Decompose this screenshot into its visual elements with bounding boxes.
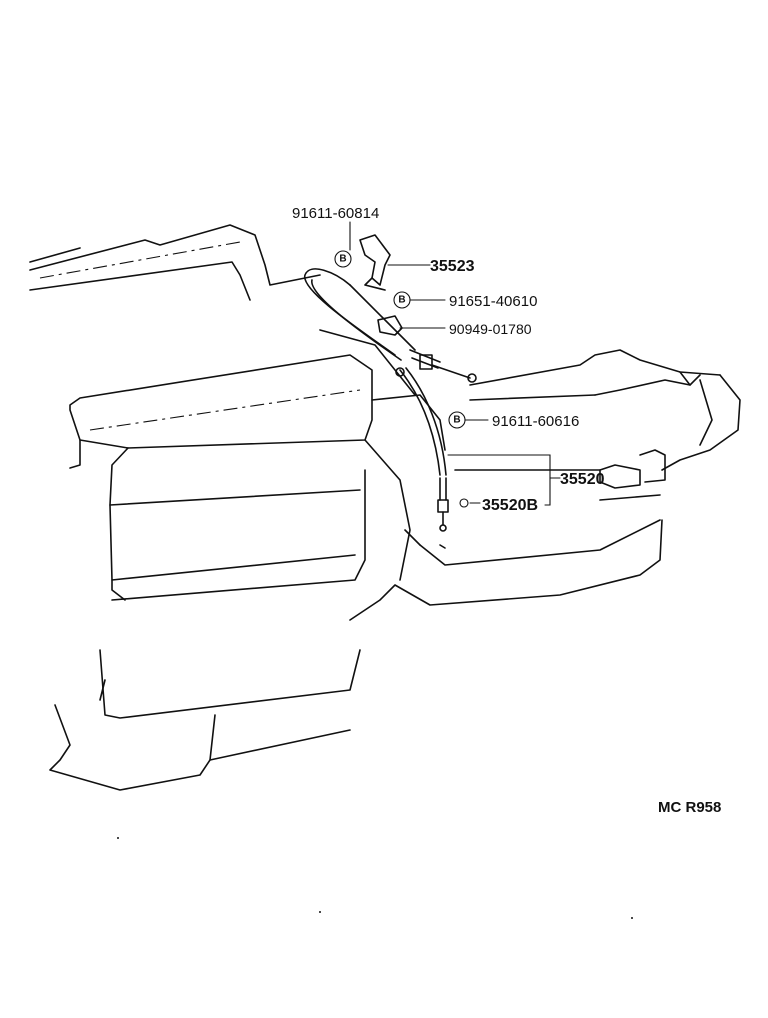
clamp-90949	[377, 315, 403, 336]
part-label-90949-01780: 90949-01780	[449, 321, 532, 337]
speck	[631, 917, 633, 919]
bracket-35523	[359, 234, 391, 291]
part-label-91611-60616: 91611-60616	[492, 413, 579, 430]
speck	[319, 911, 321, 913]
diagram-code: MC R958	[658, 799, 721, 816]
badge-letter: B	[398, 295, 405, 306]
speck	[117, 837, 119, 839]
part-label-35520B: 35520B	[482, 497, 538, 514]
part-label-35523: 35523	[430, 258, 475, 275]
part-label-35520: 35520	[560, 471, 605, 488]
bolt-badge-1: B	[334, 250, 352, 268]
throttle-cable	[304, 268, 477, 532]
bolt-badge-2: B	[393, 291, 411, 309]
badge-letter: B	[453, 415, 460, 426]
badge-letter: B	[339, 254, 346, 265]
part-label-91611-60814: 91611-60814	[292, 205, 379, 222]
part-label-91651-40610: 91651-40610	[449, 293, 537, 310]
bolt-badge-3: B	[448, 411, 466, 429]
leader-lines	[349, 221, 561, 508]
transmission-outline	[29, 224, 741, 791]
